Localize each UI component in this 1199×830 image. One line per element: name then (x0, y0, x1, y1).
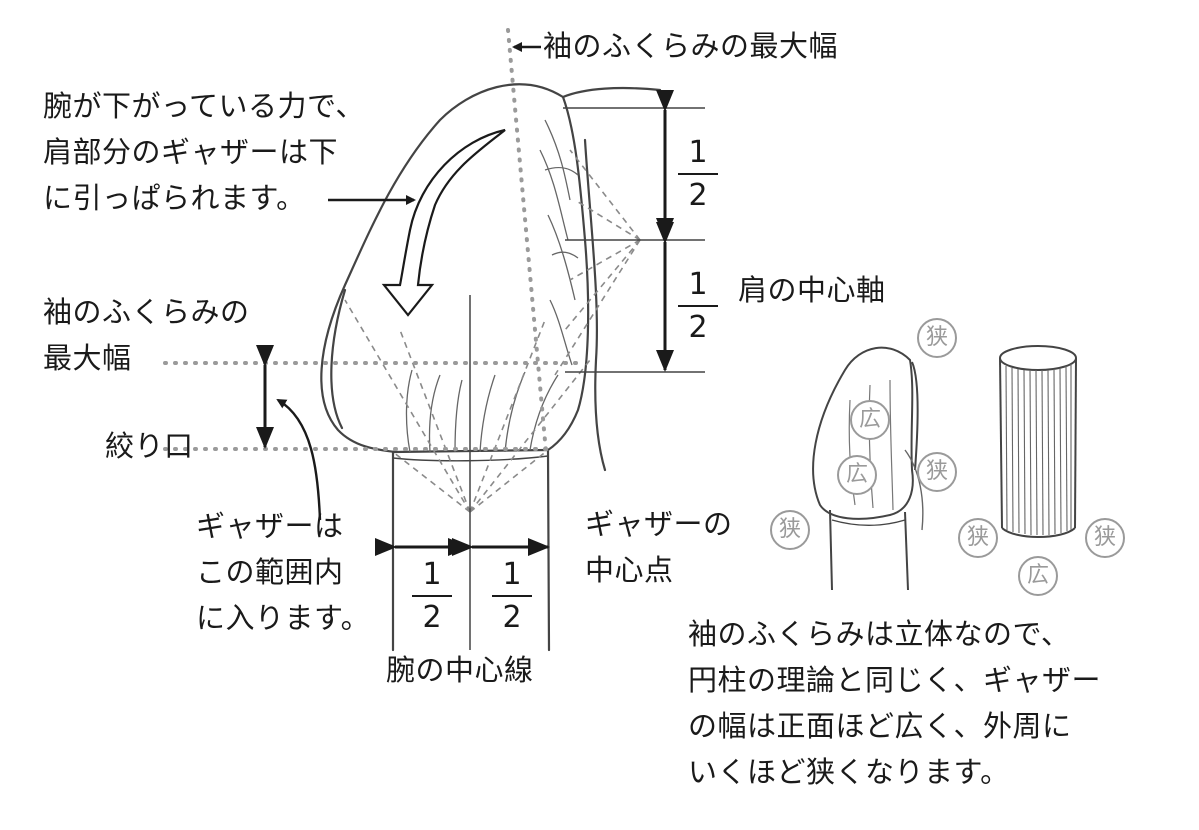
fraction-upper-numerator: 1 (678, 138, 718, 168)
label-max-width-top: 袖のふくらみの最大幅 (543, 28, 838, 65)
note-line-3: の幅は正面ほど広く、外周に (688, 708, 1072, 745)
fraction-lower-denominator: 2 (678, 313, 718, 343)
label-gather-range-3: に入ります。 (196, 600, 370, 637)
stamp-narrow: 狭 (917, 452, 957, 492)
note-line-4: いくほど狭くなります。 (688, 754, 1010, 791)
note-line-2: 円柱の理論と同じく、ギャザー (688, 662, 1101, 699)
fraction-upper-denominator: 2 (678, 181, 718, 211)
label-gather-center-2: 中心点 (585, 552, 674, 589)
fraction-right-denominator: 2 (492, 603, 532, 633)
label-arm-force-2: 肩部分のギャザーは下 (43, 134, 338, 171)
cylinder-sketch (1000, 346, 1076, 537)
gather-guide-lines (345, 150, 640, 512)
stamp-narrow: 狭 (958, 518, 998, 558)
downward-pull-arrow (384, 130, 505, 315)
label-max-width-left-1: 袖のふくらみの (43, 294, 250, 331)
label-max-width-left-2: 最大幅 (43, 340, 132, 377)
label-arm-force-3: に引っぱられます。 (43, 180, 306, 217)
fraction-upper-bar (678, 173, 718, 175)
fraction-lower-bar (678, 305, 718, 307)
fraction-right-bar (492, 595, 532, 597)
fraction-right-numerator: 1 (492, 560, 532, 590)
fraction-upper: 1 2 (678, 138, 718, 211)
fraction-lower-numerator: 1 (678, 270, 718, 300)
fraction-left: 1 2 (412, 560, 452, 633)
fraction-right: 1 2 (492, 560, 532, 633)
label-gather-range-2: この範囲内 (196, 554, 344, 591)
note-line-1: 袖のふくらみは立体なので、 (688, 616, 1070, 653)
cylinder-stripes (1006, 364, 1071, 535)
label-shoulder-axis: 肩の中心軸 (738, 272, 886, 309)
fraction-left-numerator: 1 (412, 560, 452, 590)
stamp-wide: 広 (850, 400, 890, 440)
stamp-narrow: 狭 (770, 510, 810, 550)
label-arm-center-line: 腕の中心線 (386, 652, 534, 689)
stamp-narrow: 狭 (917, 318, 957, 358)
label-arm-force-1: 腕が下がっている力で、 (43, 88, 365, 125)
fraction-left-bar (412, 595, 452, 597)
stamp-narrow: 狭 (1085, 518, 1125, 558)
stamp-wide: 広 (1018, 556, 1058, 596)
measure-arrows (265, 110, 665, 547)
label-gather-range-1: ギャザーは (196, 508, 344, 545)
label-shibori: 絞り口 (105, 428, 194, 465)
stamp-wide: 広 (837, 455, 877, 495)
label-gather-center-1: ギャザーの (585, 506, 733, 543)
fraction-lower: 1 2 (678, 270, 718, 343)
fraction-left-denominator: 2 (412, 603, 452, 633)
